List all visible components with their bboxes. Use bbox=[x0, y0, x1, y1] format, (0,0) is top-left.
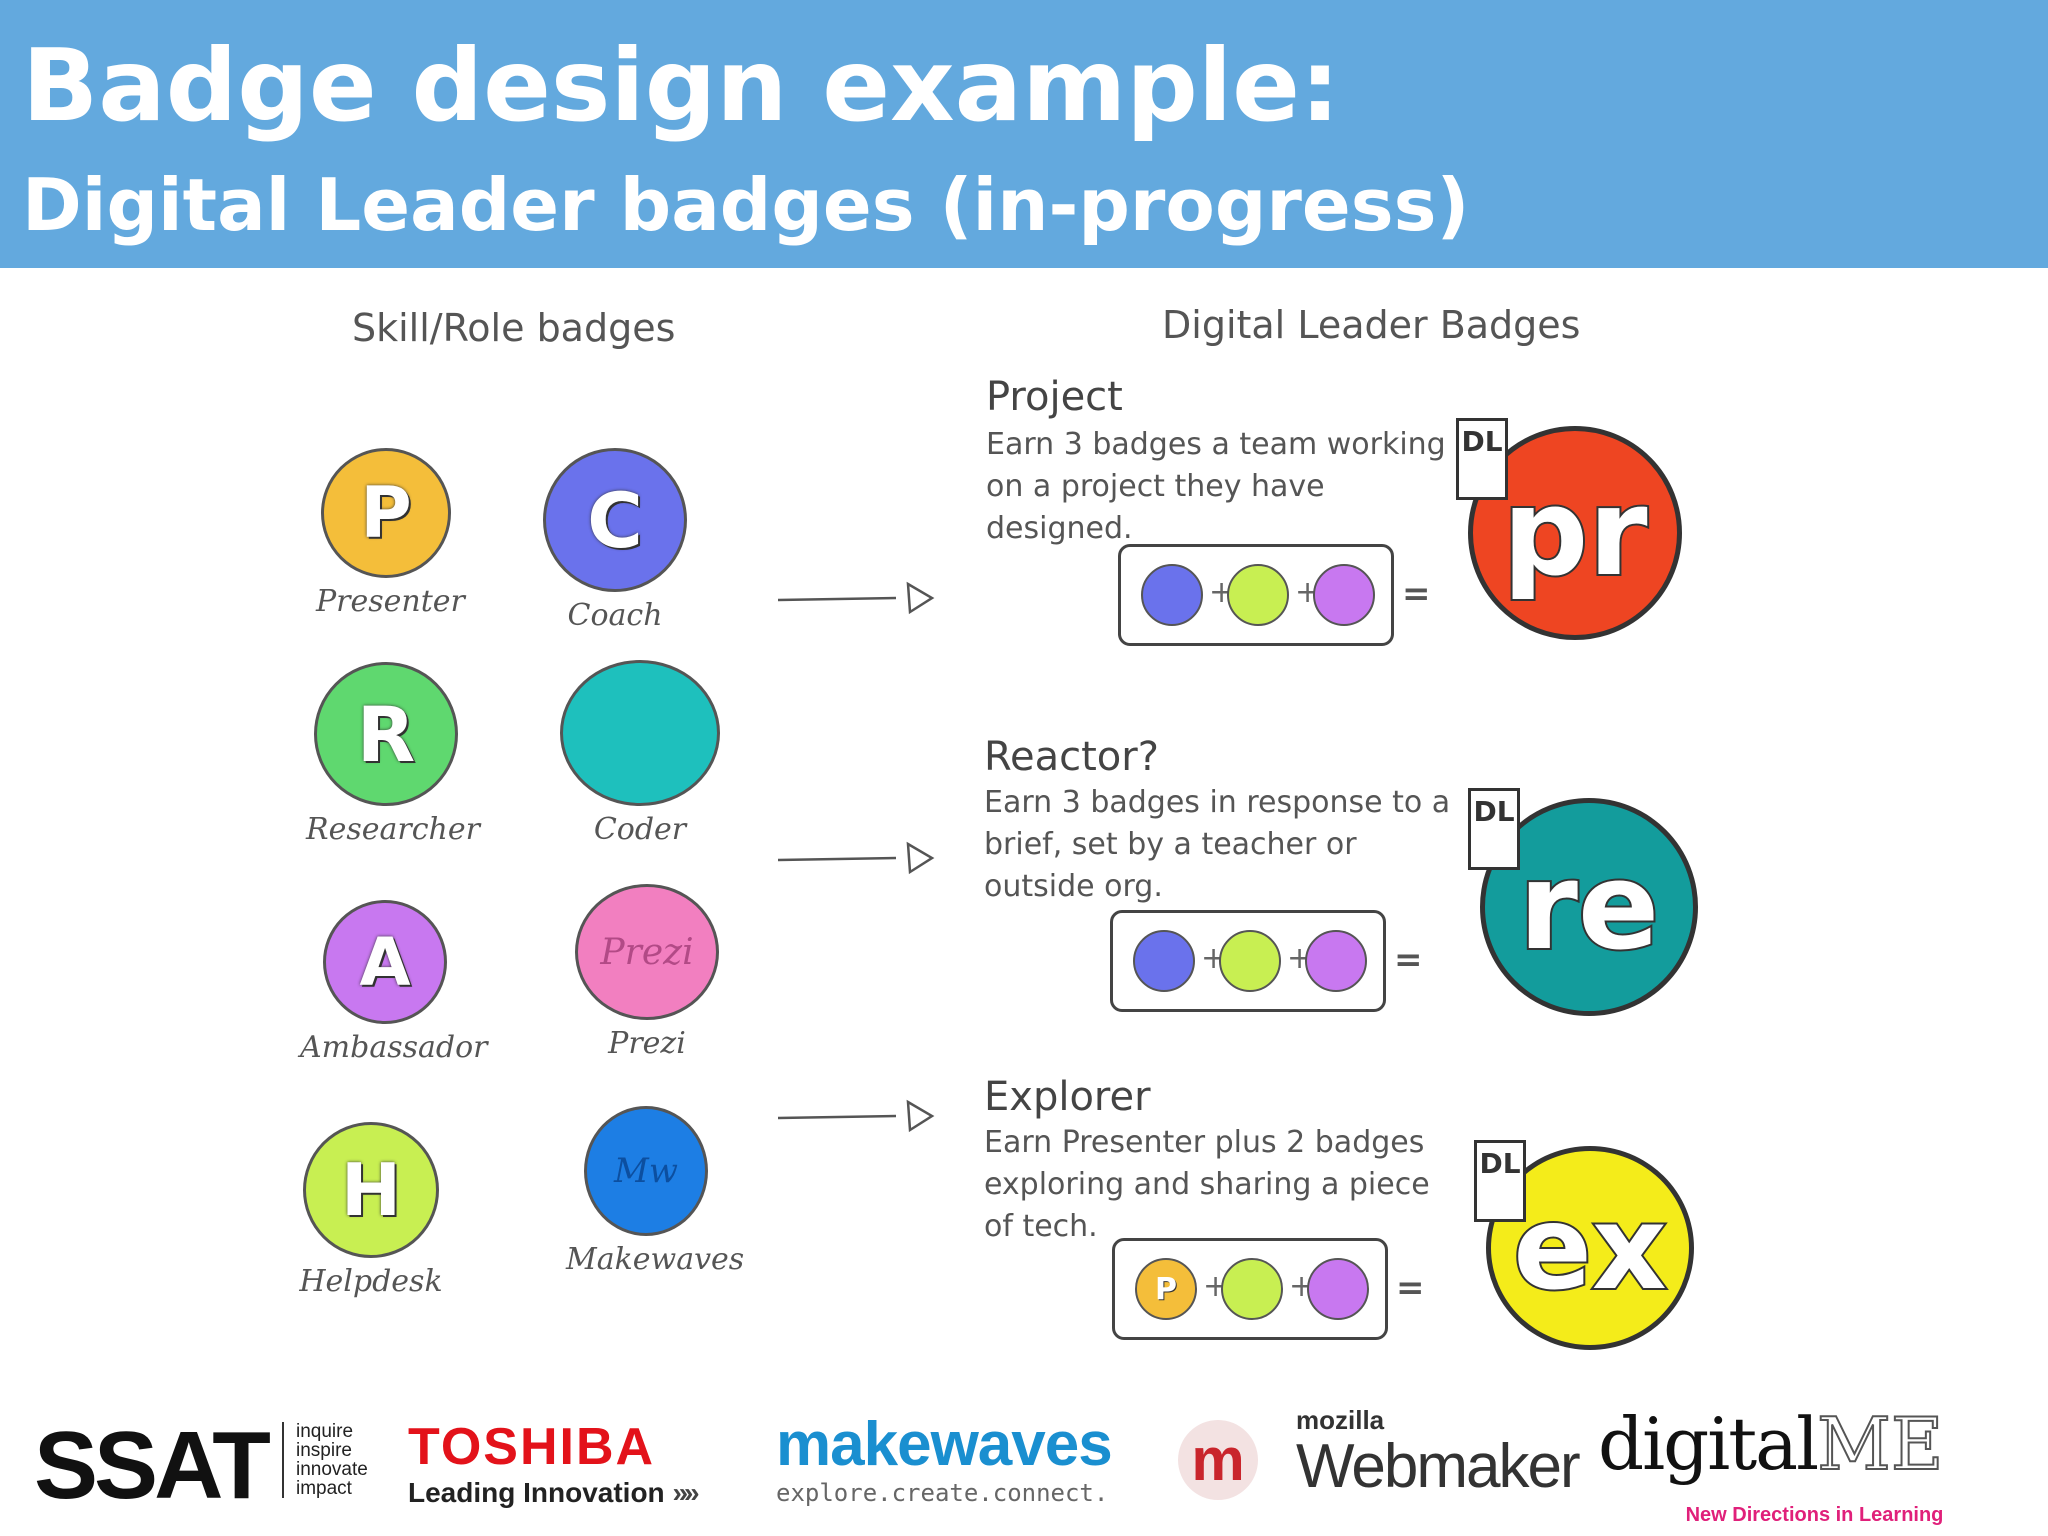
page-title: Badge design example: bbox=[22, 27, 1340, 144]
makewaves-wordmark: makewaves bbox=[776, 1410, 1113, 1479]
reactor-title: Reactor? bbox=[984, 734, 1159, 780]
equals-icon: = bbox=[1396, 1268, 1425, 1308]
ambassador-badge-label: Ambassador bbox=[300, 1030, 488, 1065]
helpdesk-badge-disc: H bbox=[303, 1122, 439, 1258]
coder-badge-label: Coder bbox=[593, 812, 687, 847]
recipe-badge-dot bbox=[1307, 1258, 1369, 1320]
project-title: Project bbox=[986, 374, 1123, 420]
reactor-description: Earn 3 badges in response to a brief, se… bbox=[984, 785, 1451, 904]
prezi-badge-label: Prezi bbox=[608, 1026, 686, 1061]
ssat-tagline: inquire inspire innovate impact bbox=[282, 1422, 368, 1498]
makewaves-logo: makewaves explore.create.connect. bbox=[776, 1410, 1113, 1508]
recipe-badge-dot bbox=[1221, 1258, 1283, 1320]
ssat-tagline-line: innovate bbox=[296, 1459, 368, 1480]
digitalme-logo: digitalME New Directions in Learning bbox=[1598, 1402, 1944, 1526]
digitalme-wordmark: digital bbox=[1598, 1402, 1819, 1486]
makewaves-badge-label: Makewaves bbox=[566, 1242, 745, 1277]
makewaves-badge-disc: Mw bbox=[584, 1106, 708, 1236]
reactor-badge-disc: re bbox=[1480, 798, 1698, 1016]
skill-badge-helpdesk: H Helpdesk bbox=[296, 1122, 446, 1299]
recipe-badge-dot bbox=[1305, 930, 1367, 992]
skill-badge-researcher: R Researcher bbox=[306, 662, 480, 847]
prezi-badge-disc: Prezi bbox=[575, 884, 719, 1020]
explorer-recipe: P + + bbox=[1112, 1238, 1388, 1340]
skill-badge-makewaves: Mw Makewaves bbox=[566, 1106, 745, 1277]
presenter-badge-disc: P bbox=[321, 448, 451, 578]
recipe-badge-dot bbox=[1227, 564, 1289, 626]
digitalme-tagline: New Directions in Learning bbox=[1685, 1504, 1944, 1526]
digitalme-me-wordmark: ME bbox=[1816, 1402, 1944, 1486]
ssat-tagline-line: inquire bbox=[296, 1421, 354, 1442]
webmaker-logo: mozilla Webmaker bbox=[1296, 1405, 1581, 1501]
skill-badge-coach: C Coach bbox=[535, 448, 695, 633]
coach-badge-disc: C bbox=[543, 448, 687, 592]
webmaker-mark-icon: m bbox=[1178, 1420, 1258, 1500]
skill-badge-ambassador: A Ambassador bbox=[300, 900, 488, 1065]
toshiba-wordmark: TOSHIBA bbox=[408, 1418, 656, 1476]
recipe-badge-dot bbox=[1219, 930, 1281, 992]
researcher-badge-label: Researcher bbox=[306, 812, 480, 847]
dl-tag: DL bbox=[1468, 788, 1520, 870]
ssat-wordmark: SSAT bbox=[34, 1412, 271, 1519]
partner-logos: SSAT inquire inspire innovate impact TOS… bbox=[0, 1400, 2048, 1526]
ssat-logo: SSAT bbox=[34, 1416, 271, 1516]
recipe-badge-dot bbox=[1141, 564, 1203, 626]
skill-badge-presenter: P Presenter bbox=[316, 448, 465, 619]
ssat-tagline-line: inspire bbox=[296, 1440, 352, 1461]
explorer-leader-badge: ex DL bbox=[1474, 1140, 1696, 1352]
coach-badge-label: Coach bbox=[567, 598, 663, 633]
dl-tag: DL bbox=[1456, 418, 1508, 500]
title-banner: Badge design example: Digital Leader bad… bbox=[0, 0, 2048, 268]
arrow-icon bbox=[777, 581, 935, 615]
helpdesk-badge-label: Helpdesk bbox=[299, 1264, 443, 1299]
skill-badge-coder: Coder bbox=[555, 660, 725, 847]
arrow-icon bbox=[777, 1099, 935, 1133]
equals-icon: = bbox=[1394, 940, 1423, 980]
toshiba-tagline: Leading Innovation bbox=[408, 1477, 665, 1508]
page-subtitle: Digital Leader badges (in-progress) bbox=[22, 163, 1470, 247]
presenter-badge-label: Presenter bbox=[316, 584, 465, 619]
project-leader-badge: pr DL bbox=[1456, 418, 1682, 644]
coder-badge-disc bbox=[560, 660, 720, 806]
reactor-recipe: + + bbox=[1110, 910, 1386, 1012]
skill-badge-prezi: Prezi Prezi bbox=[572, 884, 722, 1061]
toshiba-logo: TOSHIBA Leading Innovation »» bbox=[408, 1418, 700, 1510]
dl-tag: DL bbox=[1474, 1140, 1526, 1222]
recipe-badge-dot bbox=[1133, 930, 1195, 992]
explorer-title: Explorer bbox=[984, 1074, 1151, 1120]
project-description: Earn 3 badges a team working on a projec… bbox=[986, 427, 1446, 546]
makewaves-tagline: explore.create.connect. bbox=[776, 1479, 1109, 1507]
webmaker-wordmark: Webmaker bbox=[1296, 1432, 1581, 1501]
mozilla-wordmark: mozilla bbox=[1296, 1405, 1385, 1435]
column-heading-leader: Digital Leader Badges bbox=[1162, 303, 1581, 347]
project-recipe: + + bbox=[1118, 544, 1394, 646]
recipe-badge-dot bbox=[1313, 564, 1375, 626]
ambassador-badge-disc: A bbox=[323, 900, 447, 1024]
reactor-leader-badge: re DL bbox=[1468, 788, 1700, 1020]
recipe-badge-dot: P bbox=[1135, 1258, 1197, 1320]
arrow-icon bbox=[777, 841, 935, 875]
researcher-badge-disc: R bbox=[314, 662, 458, 806]
chevrons-icon: »» bbox=[672, 1477, 699, 1508]
webmaker-mark-letter: m bbox=[1191, 1426, 1245, 1493]
column-heading-skill: Skill/Role badges bbox=[352, 306, 676, 350]
explorer-description: Earn Presenter plus 2 badges exploring a… bbox=[984, 1125, 1430, 1244]
equals-icon: = bbox=[1402, 574, 1431, 614]
ssat-tagline-line: impact bbox=[296, 1478, 352, 1499]
